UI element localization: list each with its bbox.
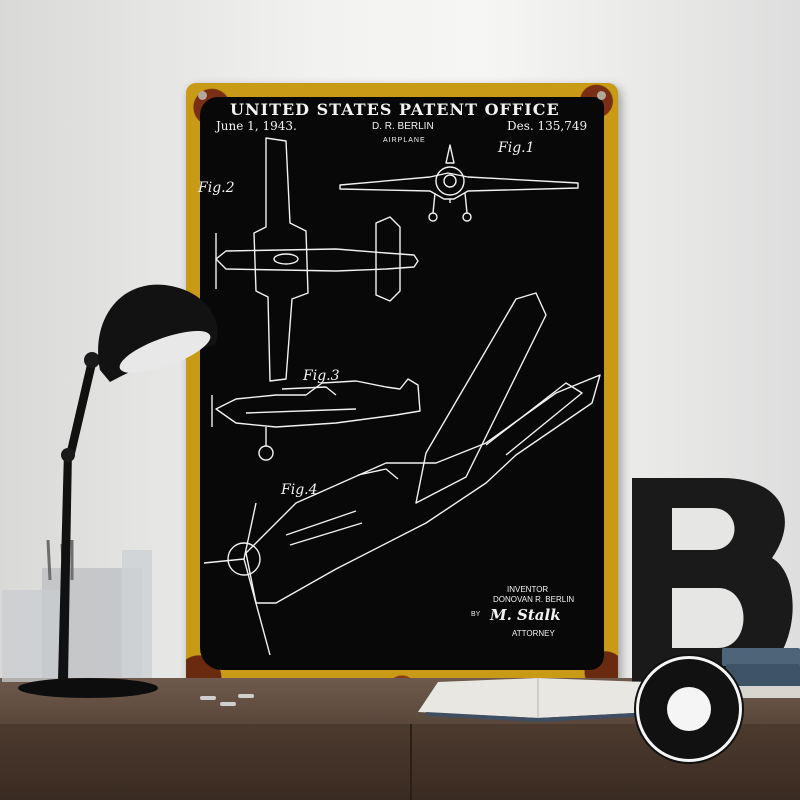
airplane-drawings [203, 137, 601, 656]
book-top [722, 648, 800, 666]
patent-date: June 1, 1943. [216, 119, 297, 133]
letter-b-decor-icon [632, 478, 793, 688]
by-label: BY [471, 611, 481, 618]
mount-hole-right [597, 91, 606, 100]
sign-panel [200, 97, 604, 670]
fig1-front-view [339, 144, 579, 222]
desk-drawer-seam [410, 724, 412, 800]
attorney-signature: M. Stalk [490, 606, 561, 624]
patent-subject: AIRPLANE [383, 137, 426, 144]
pen-holder-icon [2, 540, 152, 682]
inventor-role: INVENTOR [507, 585, 549, 594]
patent-office-title: UNITED STATES PATENT OFFICE [230, 100, 560, 119]
mount-hole-left [198, 91, 207, 100]
open-notebook [418, 678, 654, 722]
fig2-top-view [215, 137, 419, 382]
desk-lamp-icon [18, 284, 218, 698]
store-badge-icon [636, 656, 742, 762]
fig2-label: Fig.2 [198, 180, 235, 196]
fig3-side-view [211, 378, 421, 461]
inventor-name: DONOVAN R. BERLIN [493, 595, 575, 604]
patent-design-number: Des. 135,749 [507, 119, 588, 133]
paper-clips [200, 694, 254, 706]
patent-inventor-short: D. R. BERLIN [372, 121, 434, 132]
fig1-label: Fig.1 [498, 140, 535, 156]
fig4-label: Fig.4 [281, 482, 318, 498]
store-badge-center [667, 687, 711, 731]
book-middle [726, 664, 800, 686]
fig3-label: Fig.3 [303, 368, 340, 384]
fig4-perspective-view [203, 292, 601, 656]
attorney-role: ATTORNEY [512, 629, 555, 638]
book-bottom [730, 686, 800, 698]
